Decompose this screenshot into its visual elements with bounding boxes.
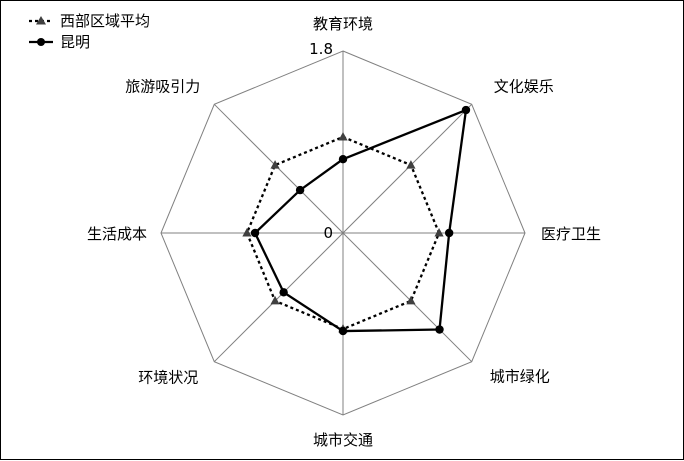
spoke-旅游吸引力 — [213, 103, 344, 234]
axis-label-文化娱乐: 文化娱乐 — [494, 77, 554, 95]
axis-label-环境状况: 环境状况 — [138, 369, 198, 387]
marker-昆明-文化娱乐 — [461, 105, 471, 115]
legend: 西部区域平均 昆明 — [29, 12, 150, 51]
axis-label-医疗卫生: 医疗卫生 — [541, 225, 601, 243]
min-tick-label: 0 — [323, 224, 333, 242]
marker-昆明-城市交通 — [338, 326, 348, 336]
spoke-城市绿化 — [342, 232, 473, 363]
marker-西部区域平均-环境状况 — [270, 295, 280, 305]
legend-item-西部区域平均: 西部区域平均 — [29, 12, 150, 30]
marker-西部区域平均-生活成本 — [242, 228, 252, 237]
axis-label-生活成本: 生活成本 — [87, 225, 147, 243]
legend-item-昆明: 昆明 — [29, 33, 90, 51]
series-layer — [242, 105, 471, 336]
marker-西部区域平均-文化娱乐 — [406, 160, 416, 169]
spoke-环境状况 — [213, 232, 344, 363]
marker-昆明-城市绿化 — [435, 325, 444, 334]
axis-label-旅游吸引力: 旅游吸引力 — [125, 77, 200, 95]
spoke-文化娱乐 — [342, 103, 473, 234]
marker-西部区域平均-教育环境 — [338, 131, 348, 141]
marker-昆明-旅游吸引力 — [295, 185, 305, 195]
marker-西部区域平均-城市绿化 — [406, 295, 416, 305]
legend-swatch-marker-0 — [36, 16, 46, 25]
axis-label-教育环境: 教育环境 — [313, 15, 373, 33]
marker-昆明-环境状况 — [279, 288, 288, 297]
marker-昆明-医疗卫生 — [444, 228, 454, 238]
marker-西部区域平均-医疗卫生 — [434, 228, 444, 237]
legend-label-1: 昆明 — [60, 33, 90, 51]
radar-grid — [160, 50, 526, 416]
marker-西部区域平均-旅游吸引力 — [270, 160, 280, 169]
marker-昆明-教育环境 — [338, 154, 348, 164]
legend-swatch-marker-1 — [37, 38, 45, 46]
legend-label-0: 西部区域平均 — [60, 12, 150, 30]
max-tick-label: 1.8 — [309, 40, 333, 58]
axis-label-城市交通: 城市交通 — [313, 431, 373, 449]
series-昆明 — [250, 105, 471, 336]
marker-昆明-生活成本 — [250, 228, 260, 238]
axis-label-城市绿化: 城市绿化 — [490, 368, 550, 386]
